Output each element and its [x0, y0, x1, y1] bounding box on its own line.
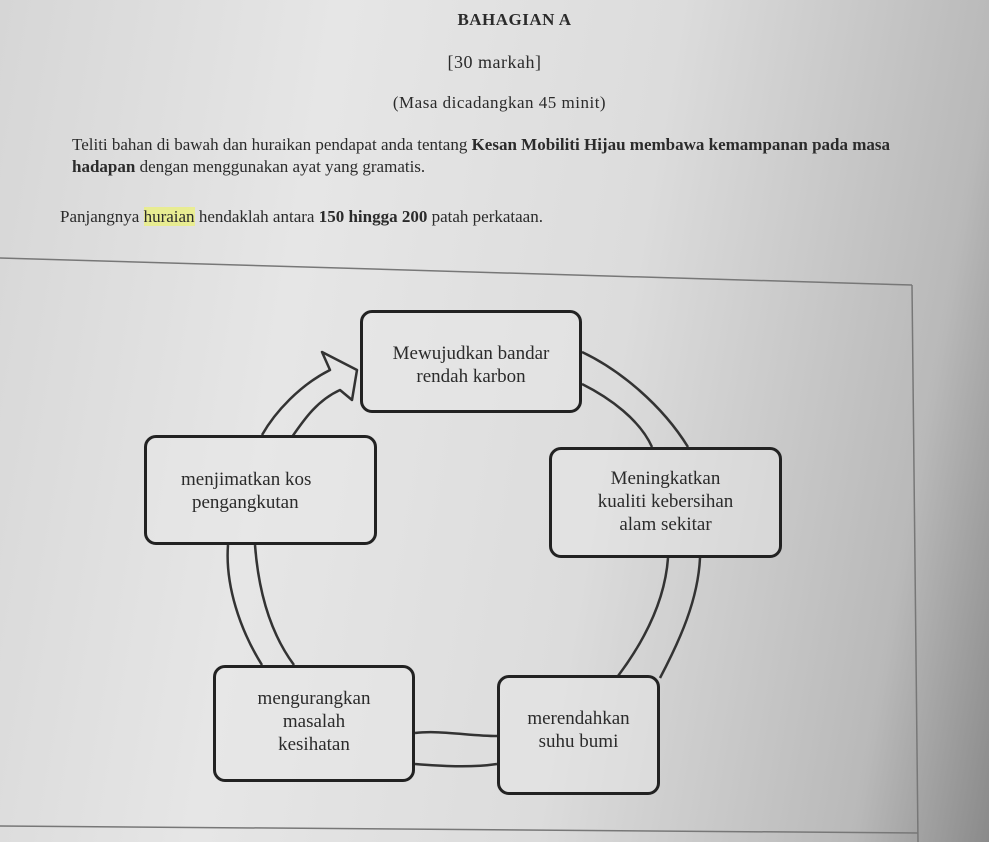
length-text-end: patah perkataan. [427, 207, 543, 226]
marks-label: [30 markah] [447, 52, 542, 72]
node-save-transport-cost: menjimatkan kos pengangkutan [144, 435, 377, 545]
connector-2-outer [658, 557, 702, 679]
node-4-line-2: masalah [282, 711, 346, 732]
node-lower-temperature: merendahkan suhu bumi [497, 675, 660, 795]
section-heading: BAHAGIAN A [457, 10, 572, 29]
instruction-text: Teliti bahan di bawah dan huraikan penda… [72, 135, 472, 154]
node-low-carbon-city: Mewujudkan bandar rendah karbon [360, 310, 582, 413]
connector-4-inner [253, 544, 296, 666]
node-2-line-3: alam sekitar [619, 514, 712, 535]
node-4-line-1: mengurangkan [257, 688, 371, 709]
frame-right-line [911, 284, 919, 842]
node-2-line-1: Meningkatkan [610, 468, 721, 489]
length-text: Panjangnya [60, 207, 144, 226]
node-1-line-2: rendah karbon [416, 366, 526, 387]
connector-1-inner [581, 382, 654, 448]
node-3-line-2: suhu bumi [538, 731, 619, 752]
suggested-time: (Masa dicadangkan 45 minit) [392, 93, 607, 112]
instruction-topic: Kesan Mobiliti Hijau membawa kemampanan … [72, 135, 891, 176]
connector-3-lower [414, 762, 498, 768]
connector-4-outer [226, 544, 264, 666]
connector-3-upper [414, 730, 498, 738]
length-requirement: Panjangnya huraian hendaklah antara 150 … [60, 206, 910, 228]
frame-bottom-line [0, 825, 919, 834]
connector-2-inner [616, 557, 670, 677]
connector-1-outer [581, 350, 690, 448]
word-count-range: 150 hingga 200 [318, 207, 428, 226]
length-text-mid: hendaklah antara [194, 207, 319, 226]
instruction-text-end: dengan menggunakan ayat yang gramatis. [135, 157, 426, 176]
instruction-paragraph: Teliti bahan di bawah dan huraikan penda… [72, 134, 922, 178]
node-3-line-1: merendahkan [527, 708, 630, 729]
frame-top-line [0, 257, 913, 286]
node-5-line-1: menjimatkan kos [181, 469, 312, 490]
node-1-line-1: Mewujudkan bandar [392, 343, 550, 364]
node-2-line-2: kualiti kebersihan [597, 491, 734, 512]
arrow-to-top-box [260, 350, 359, 438]
node-5-line-2: pengangkutan [192, 492, 299, 513]
node-4-line-3: kesihatan [278, 734, 350, 755]
highlighted-word: huraian [143, 207, 195, 226]
node-environmental-cleanliness: Meningkatkan kualiti kebersihan alam sek… [549, 447, 782, 558]
node-reduce-health-problems: mengurangkan masalah kesihatan [213, 665, 415, 782]
